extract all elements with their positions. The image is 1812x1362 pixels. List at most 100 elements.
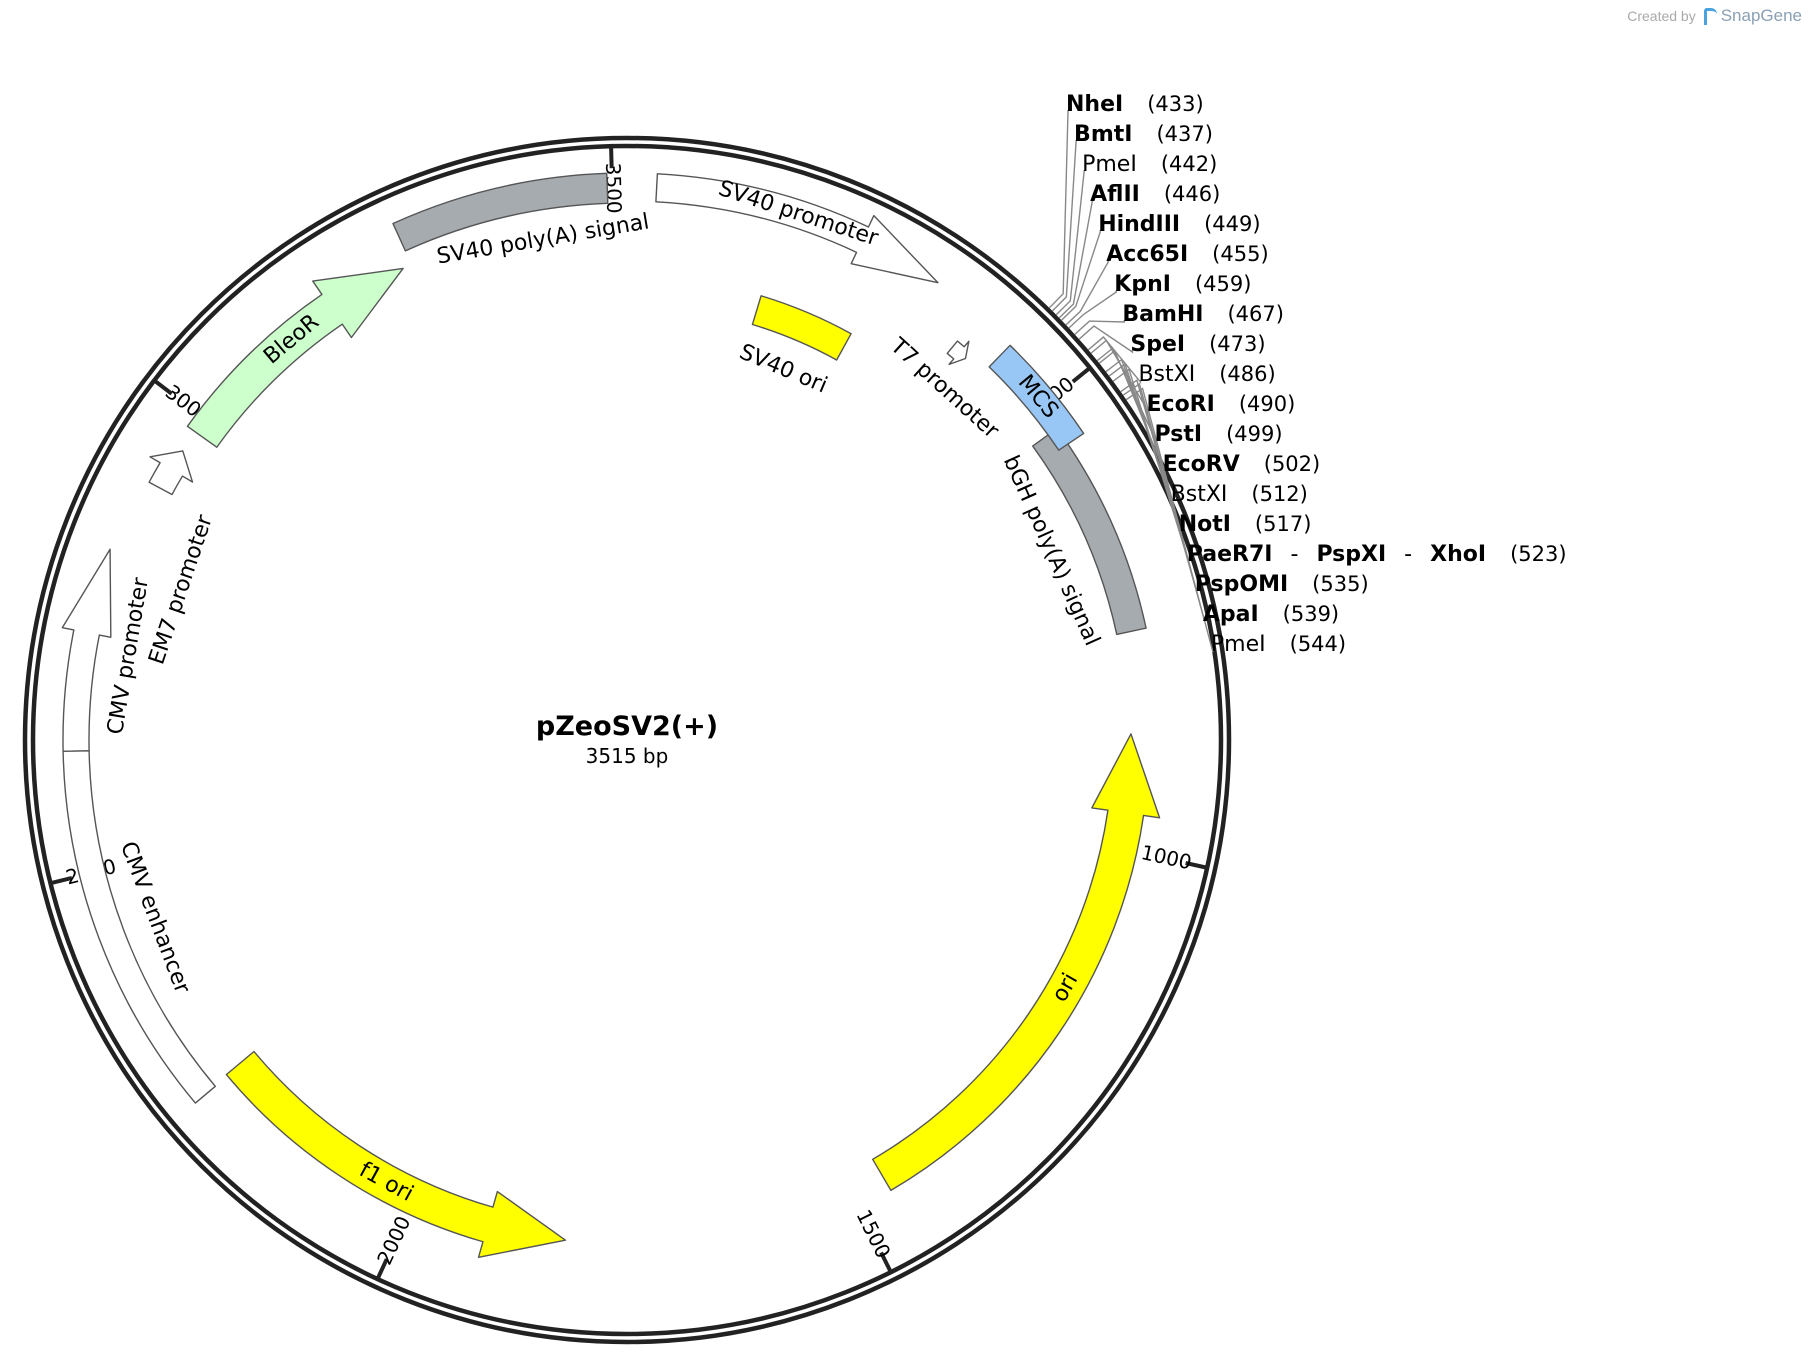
site-label-14[interactable]: NotI (517) [1179, 512, 1312, 537]
site-name-bstxi: BstXI [1138, 362, 1195, 387]
site-name-paer7i: PaeR7I [1187, 542, 1273, 567]
site-name-pspxi: PspXI [1316, 542, 1386, 567]
feature-label-sv40-promoter: SV40 promoter [715, 176, 882, 251]
site-label-18[interactable]: PmeI(544) [1211, 632, 1346, 657]
site-label-1[interactable]: BmtI(437) [1074, 122, 1213, 147]
site-leader-7 [1074, 320, 1126, 336]
site-position: (502) [1264, 452, 1320, 476]
feature-em7-promoter[interactable] [148, 450, 194, 496]
feature-bleor[interactable] [186, 267, 404, 448]
backbone-outer-ring [22, 135, 1232, 1345]
feature-arrows [61, 172, 1161, 1259]
site-label-15[interactable]: PaeR7I-PspXI-XhoI(523) [1187, 542, 1567, 567]
site-name-bamhi: BamHI [1122, 302, 1203, 327]
feature-sv40-ori[interactable] [751, 295, 852, 361]
site-leader-3 [1058, 200, 1093, 319]
site-label-16[interactable]: PspOMI (535) [1195, 572, 1369, 597]
site-position: (517) [1255, 512, 1311, 536]
feature-sv40-poly-a-signal[interactable] [392, 172, 609, 252]
feature-label-t7-promoter: T7 promoter [885, 333, 1005, 444]
site-position: (539) [1283, 602, 1339, 626]
site-name-acc65i: Acc65I [1106, 242, 1188, 267]
site-leader-2 [1055, 170, 1085, 316]
site-name-ecorv: EcoRV [1163, 452, 1240, 477]
tick-label-1000: 1000 [1139, 840, 1194, 874]
site-leader-8 [1078, 325, 1134, 354]
site-leader-4 [1060, 230, 1101, 321]
site-name-xhoi: XhoI [1430, 542, 1486, 567]
site-position: (455) [1212, 242, 1268, 266]
site-label-2[interactable]: PmeI (442) [1082, 152, 1217, 177]
plasmid-backbone [22, 135, 1232, 1345]
site-leader-0 [1048, 110, 1069, 309]
snapgene-logo-icon [1703, 7, 1717, 25]
site-position: (535) [1312, 572, 1368, 596]
backbone-inner-ring [30, 143, 1224, 1337]
feature-cmv-promoter[interactable] [61, 548, 112, 753]
feature-ori[interactable] [871, 733, 1161, 1192]
tick-mark-1000 [1185, 861, 1208, 870]
site-position: (486) [1219, 362, 1275, 386]
site-label-9[interactable]: BstXI (486) [1138, 362, 1275, 387]
restriction-site-leaders [1048, 110, 1214, 653]
site-name-hindiii: HindIII [1098, 212, 1180, 237]
feature-label-em7-promoter: EM7 promoter [144, 511, 218, 668]
site-position: (499) [1226, 422, 1282, 446]
site-name-nhei: NheI [1066, 92, 1123, 117]
site-leader-6 [1068, 290, 1118, 329]
site-position: (449) [1204, 212, 1260, 236]
site-label-3[interactable]: AflII (446) [1090, 182, 1220, 207]
site-name-ecori: EcoRI [1147, 392, 1215, 417]
site-name-noti: NotI [1179, 512, 1231, 537]
site-label-5[interactable]: Acc65I (455) [1106, 242, 1268, 267]
site-name-pmei: PmeI [1082, 152, 1137, 177]
site-name-bstxi: BstXI [1171, 482, 1228, 507]
feature-sv40-promoter[interactable] [655, 173, 939, 284]
site-label-17[interactable]: ApaI(539) [1203, 602, 1339, 627]
site-position: (446) [1164, 182, 1220, 206]
tick-mark-2500 [50, 875, 73, 886]
site-position: (433) [1147, 92, 1203, 116]
site-name-aflii: AflII [1090, 182, 1140, 207]
site-label-4[interactable]: HindIII (449) [1098, 212, 1260, 237]
tick-mark-1500 [879, 1251, 893, 1274]
site-position: (523) [1510, 542, 1566, 566]
site-label-13[interactable]: BstXI (512) [1171, 482, 1308, 507]
site-position: (459) [1195, 272, 1251, 296]
site-label-7[interactable]: BamHI (467) [1122, 302, 1284, 327]
site-name-pspomi: PspOMI [1195, 572, 1288, 597]
tick-mark-500 [1071, 366, 1092, 384]
site-label-0[interactable]: NheI (433) [1066, 92, 1204, 117]
site-leader-1 [1051, 140, 1077, 312]
site-label-10[interactable]: EcoRI (490) [1147, 392, 1296, 417]
site-label-6[interactable]: KpnI(459) [1114, 272, 1251, 297]
tick-mark-3000 [152, 378, 173, 396]
site-position: (442) [1161, 152, 1217, 176]
site-position: (437) [1156, 122, 1212, 146]
plasmid-name: pZeoSV2(+) [536, 711, 718, 742]
site-name-psti: PstI [1155, 422, 1203, 447]
site-label-8[interactable]: SpeI(473) [1130, 332, 1265, 357]
site-position: (512) [1251, 482, 1307, 506]
site-leader-18 [1125, 387, 1214, 653]
site-position: (490) [1239, 392, 1295, 416]
site-label-12[interactable]: EcoRV (502) [1163, 452, 1321, 477]
site-leader-5 [1065, 260, 1109, 326]
tick-label-2000: 2000 [372, 1212, 415, 1268]
feature-mcs[interactable] [988, 344, 1085, 451]
feature-t7-promoter[interactable] [946, 340, 970, 366]
site-name-spei: SpeI [1130, 332, 1185, 357]
tick-mark-2000 [375, 1258, 389, 1280]
site-position: (467) [1227, 302, 1283, 326]
plasmid-size: 3515 bp [586, 744, 669, 768]
watermark-prefix: Created by [1627, 8, 1696, 24]
feature-cmv-enhancer[interactable] [62, 750, 216, 1104]
watermark-brand: SnapGene [1720, 6, 1802, 25]
feature-f1-ori[interactable] [225, 1050, 567, 1259]
site-position: (544) [1290, 632, 1346, 656]
restriction-site-labels: NheI (433) BmtI(437) PmeI (442) AflII (446) Hin… [1066, 92, 1567, 657]
snapgene-watermark: Created by SnapGene [1627, 6, 1802, 26]
site-label-11[interactable]: PstI (499) [1155, 422, 1283, 447]
feature-bgh-poly-a-signal[interactable] [1032, 427, 1147, 636]
